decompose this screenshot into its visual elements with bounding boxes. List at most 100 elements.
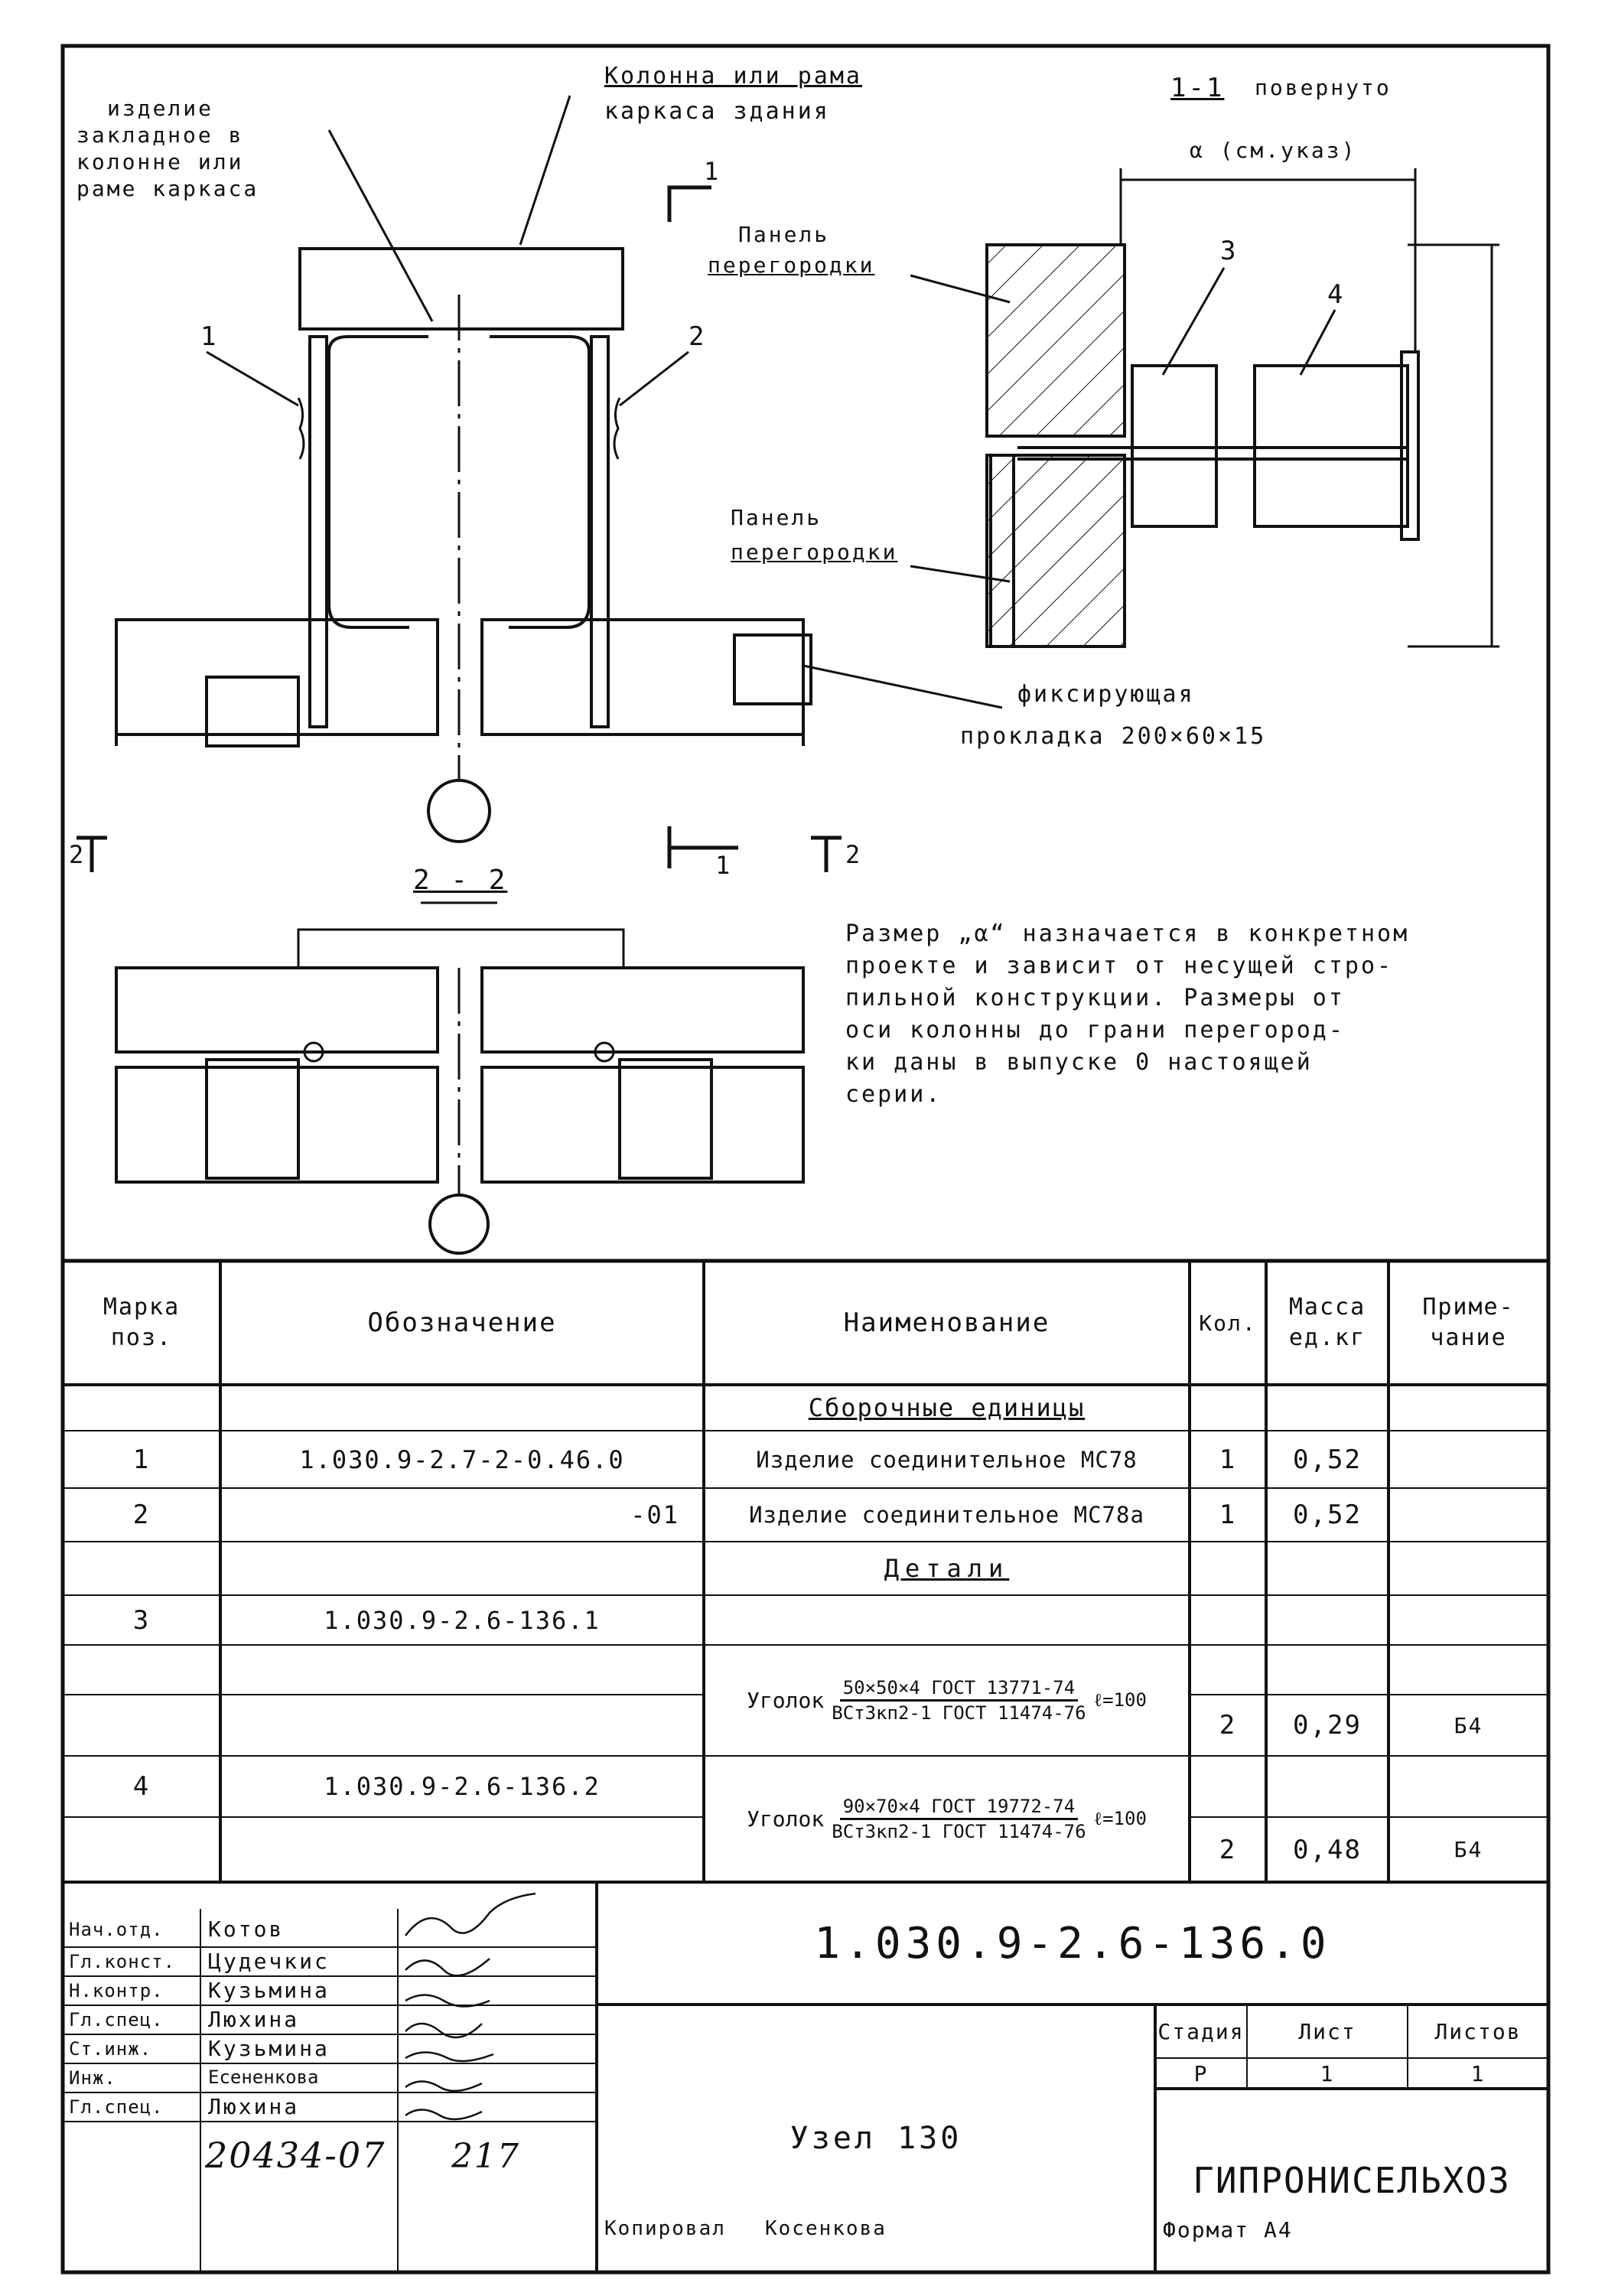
part3-note: Б4: [1454, 1712, 1483, 1738]
header-designation: Обозначение: [367, 1308, 557, 1338]
part3-designation: 1.030.9-2.6-136.1: [324, 1605, 601, 1635]
label-section-1-1: 1-1: [1170, 73, 1225, 103]
part4-fraction: 90×70×4 ГОСТ 19772-74 ВСт3кп2-1 ГОСТ 114…: [832, 1795, 1086, 1843]
label-embedded-item-3: колонне или: [77, 149, 244, 174]
part4-mark: 4: [132, 1771, 151, 1802]
part3-name: Уголок 50×50×4 ГОСТ 13771-74 ВСт3кп2-1 Г…: [704, 1645, 1190, 1756]
organization: ГИПРОНИСЕЛЬХОЗ: [1193, 2160, 1511, 2201]
header-name: Наименование: [843, 1308, 1050, 1338]
note-line: Размер „α“ назначается в конкретном: [845, 920, 1410, 947]
row2-qty: 1: [1219, 1500, 1237, 1530]
row1-designation: 1.030.9-2.7-2-0.46.0: [299, 1444, 625, 1474]
header-note-line2: чание: [1430, 1324, 1507, 1351]
part4-qty: 2: [1219, 1834, 1237, 1865]
stage-label: Стадия: [1157, 2018, 1245, 2044]
staff-role: Гл.конст.: [69, 1951, 176, 1972]
staff-role: Нач.отд.: [69, 1919, 164, 1940]
label-cut-2-right: 2: [845, 840, 863, 869]
staff-name: Кузьмина: [208, 2036, 330, 2061]
staff-name: Люхина: [208, 2007, 300, 2032]
note-line: серии.: [845, 1081, 942, 1108]
drawing-note: Размер „α“ назначается в конкретном прое…: [845, 918, 1409, 1111]
staff-name: Цудечкис: [208, 1949, 330, 1974]
label-fixing-2: прокладка 200×60×15: [960, 723, 1267, 750]
part3-mass: 0,29: [1293, 1710, 1362, 1741]
row1-name: Изделие соединительное МС78: [756, 1446, 1138, 1473]
part3-qty: 2: [1219, 1710, 1237, 1741]
part3-prefix: Уголок: [747, 1688, 825, 1713]
spec-table-grid: [63, 1261, 1548, 1884]
title-block-grid: [63, 1882, 1548, 2272]
row2-name: Изделие соединительное МС78а: [749, 1502, 1144, 1528]
part4-denominator: ВСт3кп2-1 ГОСТ 11474-76: [832, 1821, 1086, 1842]
staff-name: Кузьмина: [208, 1978, 330, 2003]
label-embedded-item-2: закладное в: [77, 122, 244, 148]
label-cut-1-bottom: 1: [715, 851, 733, 880]
sheet-value: 1: [1320, 2060, 1335, 2086]
node-title: Узел 130: [789, 2121, 962, 2156]
staff-role: Н.контр.: [69, 1980, 164, 2001]
section-parts: Детали: [884, 1554, 1010, 1583]
note-line: пильной конструкции. Размеры от: [845, 985, 1345, 1011]
part3-numerator: 50×50×4 ГОСТ 13771-74: [839, 1676, 1079, 1702]
section-1-1: [910, 168, 1499, 648]
staff-name: Котов: [208, 1917, 285, 1942]
staff-role: Ст.инж.: [69, 2038, 152, 2060]
part3-fraction: 50×50×4 ГОСТ 13771-74 ВСт3кп2-1 ГОСТ 114…: [832, 1676, 1086, 1724]
label-rotated: повернуто: [1255, 75, 1392, 100]
label-fixing-1: фиксирующая: [1017, 681, 1195, 708]
header-qty: Кол.: [1199, 1310, 1257, 1336]
note-line: оси колонны до грани перегород-: [845, 1017, 1345, 1044]
part4-mass: 0,48: [1293, 1834, 1362, 1865]
format-label: Формат А4: [1163, 2217, 1293, 2242]
note-line: ки даны в выпуске 0 настоящей: [845, 1049, 1313, 1076]
header-mass: Масса ед.кг: [1266, 1261, 1388, 1385]
header-mass-line1: Масса: [1288, 1294, 1366, 1321]
sheets-label: Листов: [1434, 2018, 1522, 2044]
copied-label: Копировал: [604, 2217, 726, 2240]
row2-note: [1388, 1488, 1548, 1542]
part4-suffix: ℓ=100: [1093, 1808, 1147, 1829]
part4-designation: 1.030.9-2.6-136.2: [324, 1772, 601, 1801]
signatures: [405, 1892, 536, 2121]
plan-view: [77, 95, 1003, 872]
row1-mark: 1: [132, 1444, 151, 1475]
staff-name: Люхина: [208, 2094, 300, 2119]
part3-mark: 3: [132, 1604, 151, 1636]
label-partition-panel-2b: перегородки: [731, 539, 898, 565]
row2-mass: 0,52: [1293, 1500, 1362, 1530]
copier-name: Косенкова: [765, 2217, 887, 2240]
header-mark: Марка поз.: [63, 1261, 220, 1385]
label-building-frame: каркаса здания: [604, 98, 830, 125]
staff-role: Гл.спец.: [69, 2096, 164, 2118]
part4-numerator: 90×70×4 ГОСТ 19772-74: [839, 1795, 1079, 1820]
stage-value: Р: [1193, 2060, 1209, 2086]
label-pos-2: 2: [689, 321, 707, 352]
label-cut-2-left: 2: [69, 840, 86, 869]
part3-denominator: ВСт3кп2-1 ГОСТ 11474-76: [832, 1702, 1086, 1724]
part4-prefix: Уголок: [747, 1806, 825, 1832]
sheet-label: Лист: [1298, 2018, 1356, 2044]
label-pos-1: 1: [200, 321, 219, 352]
part3-suffix: ℓ=100: [1093, 1689, 1147, 1711]
sheets-value: 1: [1470, 2060, 1486, 2086]
row1-qty: 1: [1219, 1444, 1237, 1475]
header-mark-line1: Марка: [103, 1294, 181, 1321]
row1-note: [1388, 1431, 1548, 1488]
staff-role: Инж.: [69, 2067, 116, 2089]
label-embedded-item-1: изделие: [107, 96, 214, 121]
header-note-line1: Приме-: [1422, 1294, 1515, 1321]
label-pos-4: 4: [1327, 279, 1346, 310]
label-dim-alpha: α (см.указ): [1190, 138, 1357, 163]
page-number: 217: [451, 2137, 520, 2176]
row2-designation: -01: [630, 1500, 679, 1529]
label-embedded-item-4: раме каркаса: [77, 176, 259, 201]
row2-mark: 2: [132, 1500, 151, 1530]
doc-code: 1.030.9-2.6-136.0: [814, 1918, 1331, 1969]
label-column-or-frame: Колонна или рама: [604, 63, 862, 90]
label-section-2-2: 2 - 2: [413, 865, 508, 896]
section-assembly-units: Сборочные единицы: [808, 1393, 1086, 1422]
staff-role: Гл.спец.: [69, 2009, 164, 2031]
label-cut-1-top: 1: [704, 157, 721, 186]
